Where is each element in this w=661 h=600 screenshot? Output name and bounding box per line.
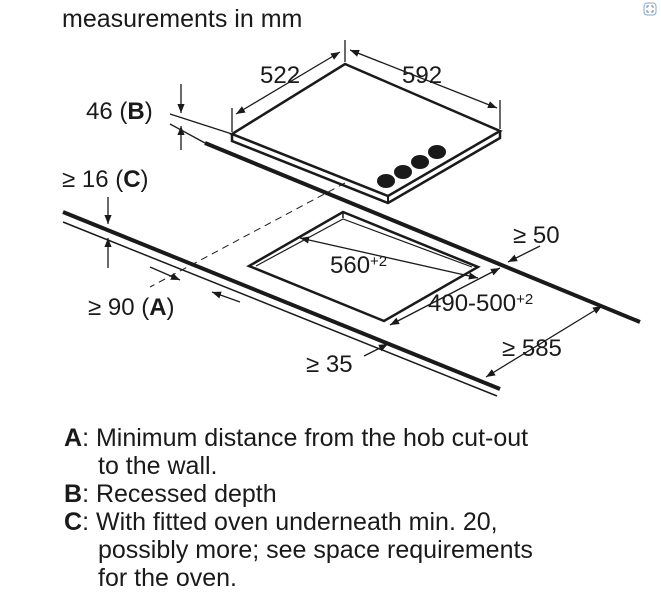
legend: A: Minimum distance from the hob cut-out…	[64, 424, 533, 592]
knob-4	[428, 145, 446, 159]
label-b-close: )	[144, 98, 153, 125]
label-50: ≥ 50	[513, 222, 560, 249]
dim-592	[349, 49, 501, 129]
label-46-value: 46 (	[86, 98, 128, 125]
legend-a-continuation: to the wall.	[64, 452, 533, 480]
legend-item-a: A: Minimum distance from the hob cut-out	[64, 424, 529, 452]
label-490-value: 490-500	[428, 290, 517, 317]
worktop	[62, 141, 641, 397]
label-a-letter: A	[149, 294, 167, 321]
knob-1	[377, 174, 395, 188]
label-585: ≥ 585	[502, 335, 562, 362]
legend-c-continuation-1: possibly more; see space requirements	[64, 536, 533, 564]
label-46-b: 46 (B)	[86, 99, 153, 125]
legend-c-line-2: possibly more; see space requirements	[98, 536, 533, 564]
label-560: 560+2	[330, 253, 387, 279]
label-16-c: ≥ 16 (C)	[62, 167, 149, 193]
legend-a-line-1: Minimum distance from the hob cut-out	[95, 424, 529, 452]
legend-c-line-1: With fitted oven underneath min. 20,	[95, 508, 498, 536]
dim-522	[231, 40, 346, 132]
label-90-a: ≥ 90 (A)	[88, 295, 175, 321]
label-90-value: ≥ 90 (	[88, 294, 150, 321]
legend-key-b: B	[64, 480, 83, 508]
legend-c-line-3: for the oven.	[98, 564, 237, 592]
label-490-tolerance: +2	[516, 291, 534, 308]
label-592: 592	[402, 62, 443, 89]
label-c-close: )	[140, 166, 149, 193]
legend-a-line-2: to the wall.	[98, 452, 218, 480]
legend-c-continuation-2: for the oven.	[64, 564, 533, 592]
dim-585	[485, 305, 603, 378]
expand-icon[interactable]	[643, 2, 657, 16]
dim-35	[363, 343, 389, 357]
label-560-tolerance: +2	[370, 253, 388, 270]
label-35: ≥ 35	[306, 351, 353, 378]
legend-key-c: C	[64, 508, 83, 536]
dim-b	[169, 84, 233, 150]
dim-50	[507, 245, 541, 263]
legend-item-c: C: With fitted oven underneath min. 20,	[64, 508, 498, 536]
label-c-letter: C	[123, 166, 141, 193]
label-490-500: 490-500+2	[428, 291, 533, 317]
control-knobs	[377, 145, 446, 188]
dim-490-500	[389, 267, 501, 326]
legend-key-a: A	[64, 424, 83, 452]
knob-3	[411, 155, 429, 169]
alignment-lines	[149, 182, 346, 288]
legend-item-b: B: Recessed depth	[64, 480, 277, 508]
label-560-value: 560	[330, 252, 371, 279]
page-title: measurements in mm	[62, 5, 303, 33]
label-522: 522	[260, 62, 301, 89]
legend-b-line-1: Recessed depth	[95, 480, 277, 508]
label-16-value: ≥ 16 (	[62, 166, 124, 193]
label-a-close: )	[166, 294, 175, 321]
label-b-letter: B	[127, 98, 145, 125]
dim-a	[149, 266, 241, 303]
knob-2	[394, 165, 412, 179]
